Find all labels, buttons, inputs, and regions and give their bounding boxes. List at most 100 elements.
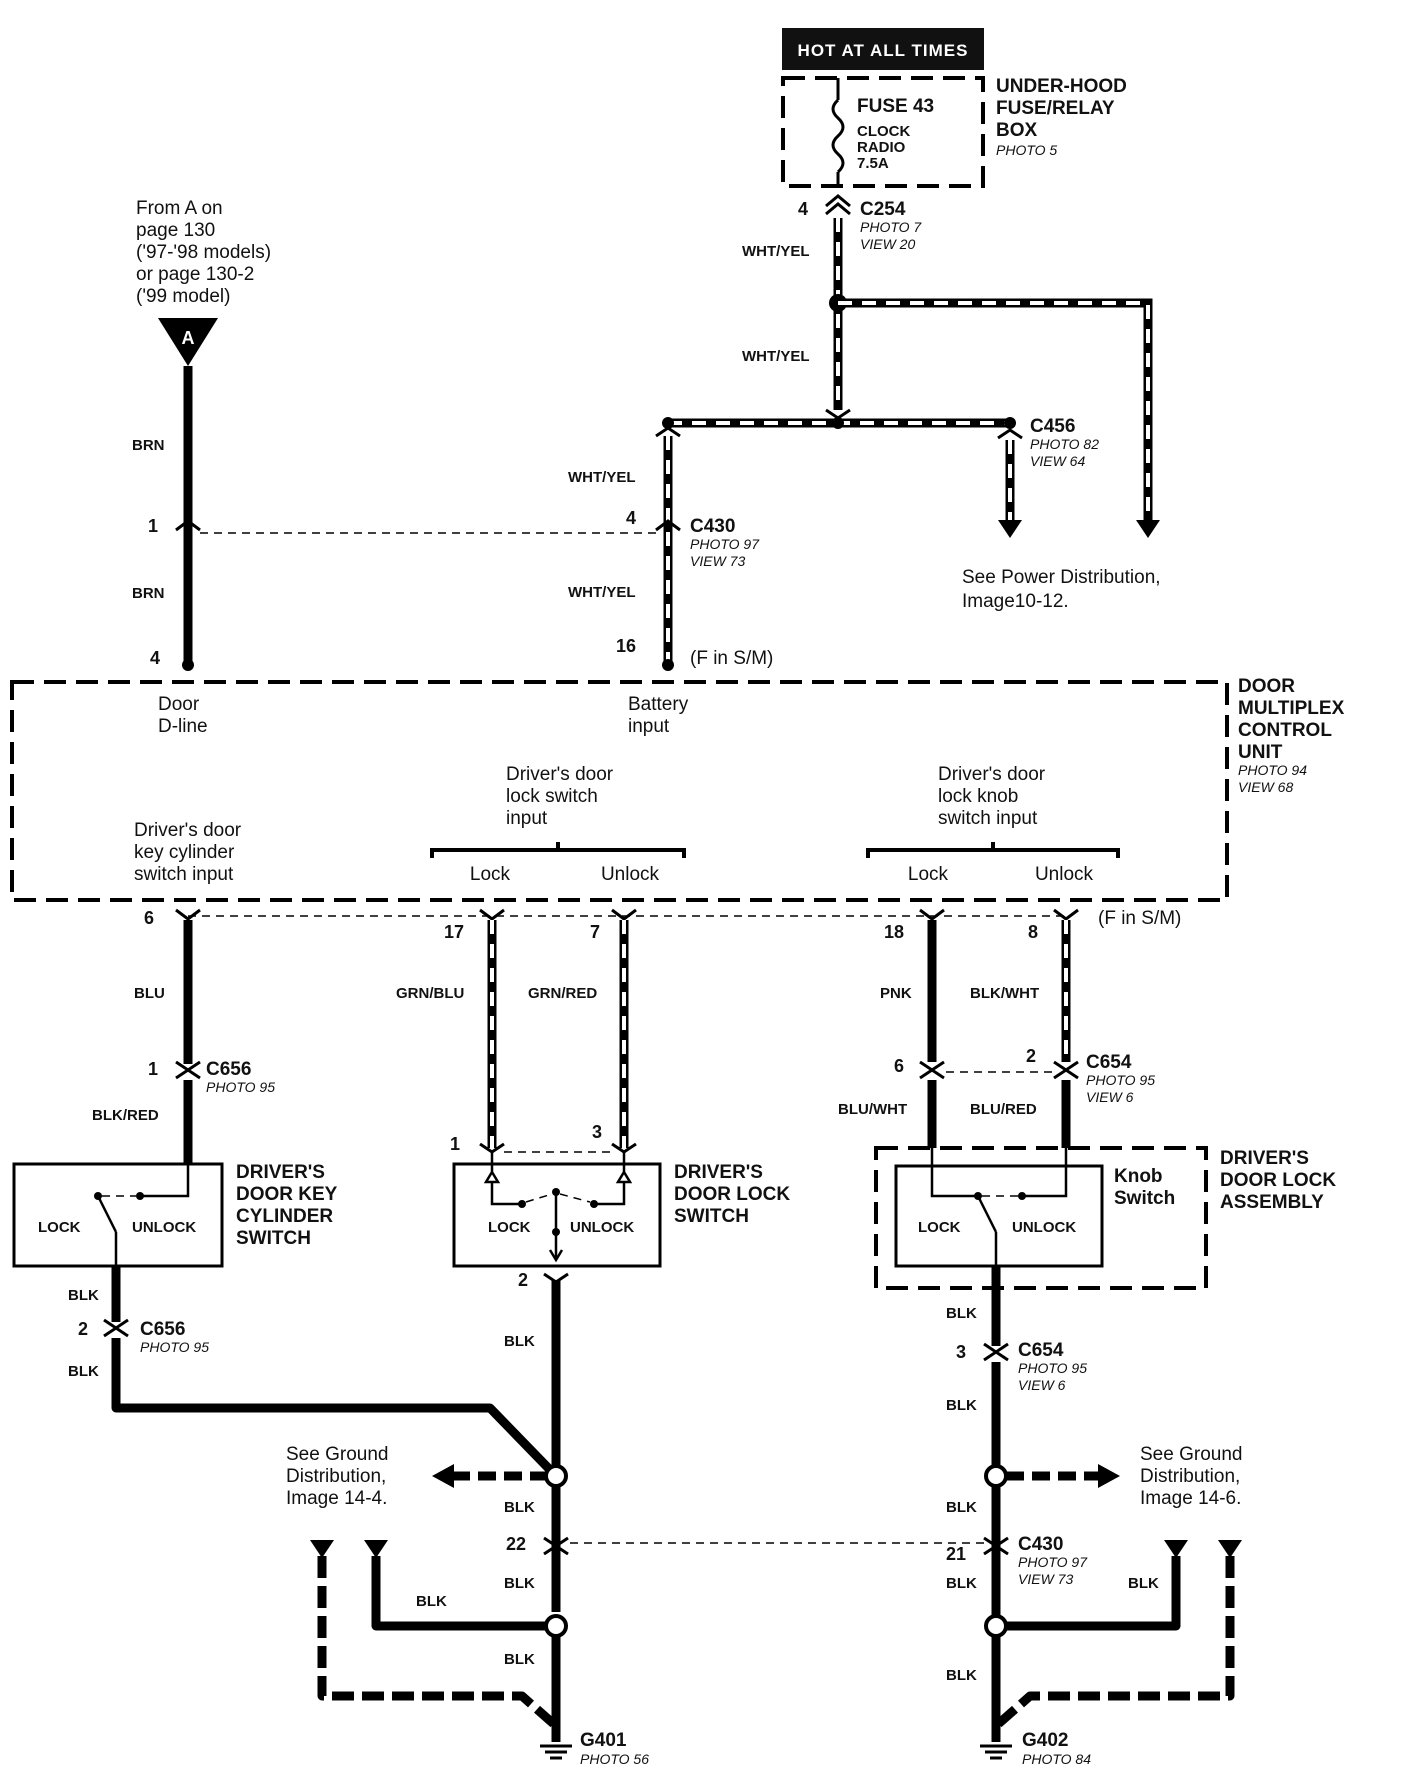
unit-knob-1: Driver's door [938,764,1046,785]
blk-wire-left-return [371,1556,546,1631]
unit-pin-7: 7 [590,922,600,942]
key-cyl-title-4: SWITCH [236,1228,311,1249]
source-note-5: ('99 model) [136,286,230,307]
ground-note-right-1: See Ground [1140,1444,1242,1465]
wire-label-blk-13: BLK [946,1667,977,1684]
c656-top-pin: 1 [148,1059,158,1079]
ground-note-right-2: Distribution, [1140,1466,1240,1487]
c430-top-pin-right: 4 [626,508,636,528]
c254-view: VIEW 20 [860,236,915,252]
arrow-down-icon [310,1540,334,1558]
unit-lockswitch-unlock: Unlock [601,864,660,885]
wire-label-blk-8: BLK [946,1305,977,1322]
door-multiplex-control-unit [10,680,1229,902]
g402-name: G402 [1022,1730,1068,1751]
lock-switch-title-2: DOOR LOCK [674,1184,790,1205]
wire-label-brn-1: BRN [132,437,165,454]
unit-lockswitch-3: input [506,808,548,829]
knob-title-1: DRIVER'S [1220,1148,1309,1169]
unit-title-3: CONTROL [1238,720,1332,741]
c456-photo: PHOTO 82 [1030,436,1099,452]
c430-top-pin-left: 1 [148,516,158,536]
wire-label-blk-1: BLK [68,1287,99,1304]
unit-pin-8: 8 [1028,922,1038,942]
wire-label-blk-3: BLK [504,1333,535,1350]
c456-name: C456 [1030,416,1075,437]
knob-switch-bracket [866,842,1120,858]
fuse-circuit-2: RADIO [857,139,906,156]
wire-label-blk-red: BLK/RED [92,1107,159,1124]
c430-bottom-pin-left: 22 [506,1534,526,1554]
arrow-down-icon [998,520,1022,538]
wire-label-blk-11: BLK [946,1575,977,1592]
ground-splice-left [544,1464,568,1488]
arrow-down-icon [364,1540,388,1558]
c654-bottom-connector-icon [983,1342,1009,1362]
wire-label-blk-5: BLK [504,1575,535,1592]
knob-lock-label: LOCK [918,1219,961,1236]
wire-label-blu-red: BLU/RED [970,1101,1037,1118]
wire-label-blk-6: BLK [416,1593,447,1610]
c430-bottom-pin-right: 21 [946,1544,966,1564]
source-note-1: From A on [136,198,223,219]
blk-wire-to-ground-left [111,1338,560,1480]
key-cyl-title-2: DOOR KEY [236,1184,338,1205]
unit-fsm-bottom: (F in S/M) [1098,908,1181,929]
blk-wire-right-return [1006,1556,1181,1631]
ground-splice-left-2 [544,1614,568,1638]
source-note-3: ('97-'98 models) [136,242,271,263]
c656-bottom-connector-icon [103,1318,129,1338]
c254-name: C254 [860,199,906,220]
key-cyl-unlock-label: UNLOCK [132,1219,196,1236]
unit-dline-1: Door [158,694,200,715]
lock-switch-pin-2: 2 [518,1270,528,1290]
wire-label-blk-wht: BLK/WHT [970,985,1039,1002]
g401-photo: PHOTO 56 [580,1751,649,1767]
wire-label-blk-7: BLK [504,1651,535,1668]
unit-knob-2: lock knob [938,786,1018,807]
lock-switch-bracket [430,842,686,858]
unit-pin-18: 18 [884,922,904,942]
c430-top-connector-icon [175,519,681,532]
c430-bottom-connector-icon [543,1536,1009,1556]
source-note-2: page 130 [136,220,215,241]
unit-batt-2: input [628,716,670,737]
fuse-rating: 7.5A [857,155,889,172]
c430-top-view: VIEW 73 [690,553,745,569]
wire-label-blk-9: BLK [946,1397,977,1414]
wire-label-wht-yel-1: WHT/YEL [742,243,810,260]
key-cyl-lock-label: LOCK [38,1219,81,1236]
power-distribution-branch-wire [838,298,1153,520]
wire-label-brn-2: BRN [132,585,165,602]
ground-splice-right-2 [984,1614,1008,1638]
unit-title-1: DOOR [1238,676,1295,697]
knob-unlock-label: UNLOCK [1012,1219,1076,1236]
c430-bottom-view: VIEW 73 [1018,1571,1073,1587]
unit-lockswitch-2: lock switch [506,786,598,807]
knob-switch-label-1: Knob [1114,1166,1163,1187]
lock-switch-lock-label: LOCK [488,1219,531,1236]
lock-switch-title-3: SWITCH [674,1206,749,1227]
fuse-circuit-1: CLOCK [857,123,910,140]
unit-pin-17: 17 [444,922,464,942]
c654-bottom-name: C654 [1018,1340,1064,1361]
power-note-2: Image10-12. [962,591,1069,612]
blk-wire-right-outer [993,1556,1235,1730]
wire-label-blu-wht: BLU/WHT [838,1101,907,1118]
c254-pin: 4 [798,199,808,219]
arrow-down-icon [1218,1540,1242,1558]
source-a-marker-icon [158,318,218,366]
unit-fsm-top: (F in S/M) [690,648,773,669]
unit-pin-battery: 16 [616,636,636,656]
c254-connector-icon [825,194,851,216]
unit-pin-dline: 4 [150,648,160,668]
unit-lockswitch-lock: Lock [470,864,511,885]
c456-view: VIEW 64 [1030,453,1085,469]
power-note-1: See Power Distribution, [962,567,1161,588]
unit-title-4: UNIT [1238,742,1283,763]
unit-dline-2: D-line [158,716,208,737]
ground-note-right-3: Image 14-6. [1140,1488,1241,1509]
source-a-marker-label: A [182,328,195,348]
unit-photo: PHOTO 94 [1238,762,1307,778]
